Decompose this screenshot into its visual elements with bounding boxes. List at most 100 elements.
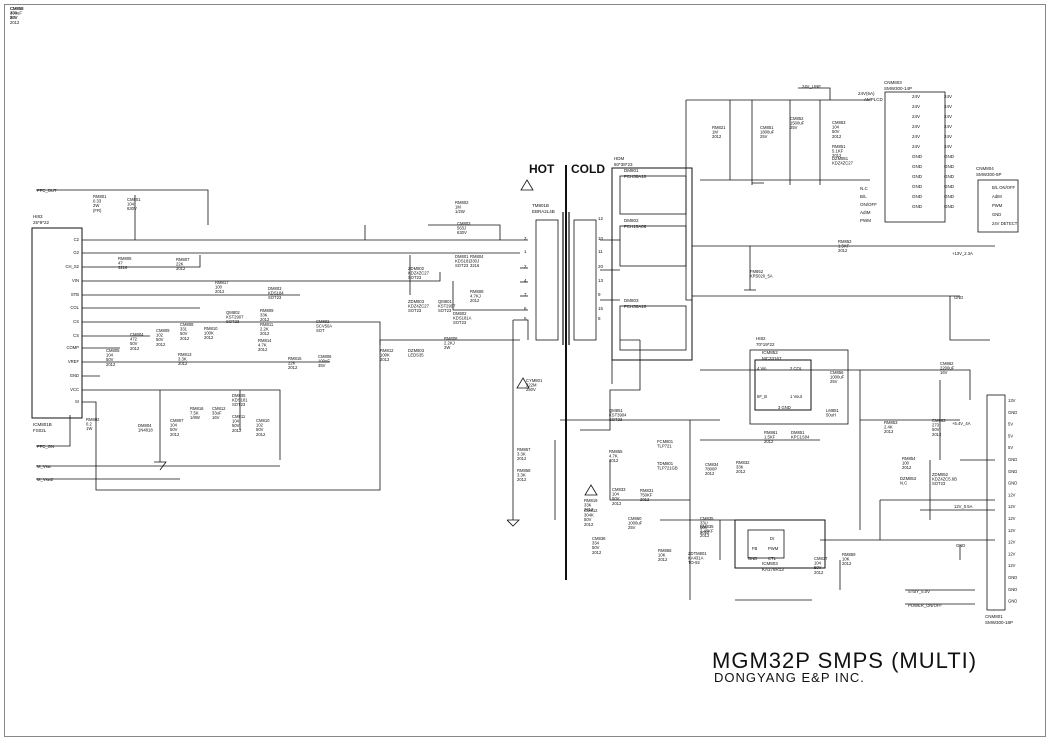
control-ic-pin-5: 3 GND (778, 405, 791, 410)
cnm801-pin-10: 12V (1008, 504, 1016, 509)
cnm804-pin-3: PWM (992, 203, 1003, 208)
cnm803-pin2-5: 24V (944, 134, 952, 139)
control-ic-pin-2: 2 COL (790, 366, 803, 371)
ic-left-pin-8: CS (73, 333, 79, 338)
transformer-pin-left-6: 6 (524, 306, 527, 311)
control-ic-pin-4: 1 Vout (790, 394, 803, 399)
net-label-2: +13V_2.3A (952, 251, 973, 256)
transformer-pin-right-5: 13 (598, 278, 604, 283)
connector-cnm803-ref: CNM803 (884, 80, 902, 85)
cnm803-pin-8: GND (912, 164, 923, 169)
cn805-label-4: AdIM (860, 210, 871, 215)
transformer-pin-left-7: 5 (524, 316, 527, 321)
ic-left-header-part: 25*8*22 (33, 220, 50, 225)
transformer-pin-left-5: 7 (524, 292, 527, 297)
transformer-pin-right-3: 11 (598, 249, 603, 254)
ic-left-pin-4: VIN (72, 278, 79, 283)
title-block-title: MGM32P SMPS (MULTI) (712, 648, 978, 673)
cnm801-pin-12: 12V (1008, 528, 1016, 533)
transformer-pin-right-1: 12 (598, 216, 604, 221)
diode-3-part: FCH30A10 (624, 304, 647, 309)
diode-1-part: FCH30A10 (624, 174, 647, 179)
transformer-pin-left-1: 3 (524, 236, 527, 241)
diode-3-body (619, 305, 687, 351)
cn805-label-5: PWM (860, 218, 871, 223)
hot-zone-label: HOT (529, 162, 555, 176)
cnm803-pin2-2: 24V (944, 104, 952, 109)
control-ic-header-part: 70*19*22 (756, 342, 775, 347)
ic-left-pin-3: CH_S2 (66, 264, 80, 269)
connector-cnm801-body (986, 394, 1006, 611)
cnm801-pin-8: GND (1008, 481, 1017, 486)
control-ic-body (754, 359, 812, 411)
cnm804-pin-5: 24V DETECT (992, 221, 1018, 226)
cnm803-pin-6: 24V (912, 144, 920, 149)
cnm803-pin-1: 24V (912, 94, 920, 99)
pwm-ic-ref: ICM803 (762, 561, 778, 566)
cnm803-pin-3: 24V (912, 114, 920, 119)
warning-triangles (516, 179, 598, 496)
net-label-3: GND (954, 295, 963, 300)
ic-left-pin-13: SI (75, 399, 79, 404)
pwm-ic-pin-1: Dr (770, 536, 775, 541)
transformer-pin-right-8: 8 (598, 316, 601, 321)
ic-left-pin-12: VCC (70, 387, 79, 392)
left-net-label-2: PFC_ON (37, 444, 54, 449)
cnm801-pin-2: GND (1008, 410, 1017, 415)
cnm803-pin-9: GND (912, 174, 923, 179)
left-net-label-3: M_Vsw (37, 464, 52, 469)
sheet-border (4, 4, 1046, 737)
cnm804-pin-1: B/L ON/OFF (992, 185, 1016, 190)
left-net-label-4: M_Vsw2 (37, 477, 54, 482)
cnm801-pin-5: 5V (1008, 445, 1013, 450)
cnm801-pin-3: 5V (1008, 422, 1013, 427)
cnm803-pin2-12: GND (944, 204, 955, 209)
ic-left-header: HI83 (33, 214, 43, 219)
net-labels: 24V_LINE+13V_2.3AGND+5.4V_4A12V_0.5AGNDS… (802, 84, 973, 608)
cnm801-pin-9: 12V (1008, 492, 1016, 497)
net-label-8: POWER_ON/OFF (908, 603, 942, 608)
connector-cnm804-ref: CNM804 (976, 166, 994, 171)
transformer-pin-left-2: 1 (524, 249, 527, 254)
cnm803-pin2-7: GND (944, 154, 955, 159)
transformer-part: EBRA2L4B (532, 209, 555, 214)
cnm803-pin-10: GND (912, 184, 923, 189)
transformer-pin-right-6: 9 (598, 292, 601, 297)
cnm803-pin-2: 24V (912, 104, 920, 109)
